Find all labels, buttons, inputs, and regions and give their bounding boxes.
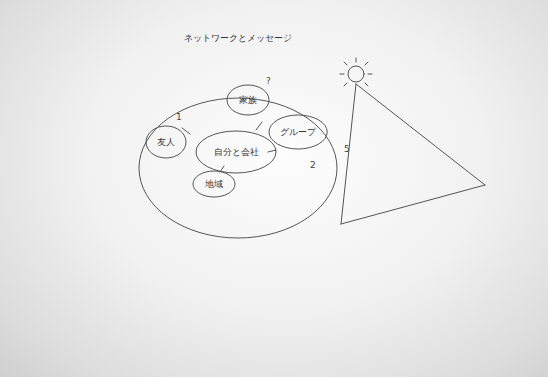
pencil-strokes [182, 122, 276, 172]
oval-line [227, 85, 269, 115]
topic-circle: 自分と会社 [195, 130, 277, 174]
oval-line [196, 131, 276, 173]
sketch-note: 2 [310, 160, 316, 170]
oval-line [139, 98, 337, 238]
network-oval: ネットワークとメッセージ自分と会社 家族グループ地域 友人 [138, 33, 338, 239]
circle-label: グループ [280, 127, 316, 137]
circle-label: 地域 [205, 179, 223, 189]
topic-circle: 友人 [145, 125, 187, 159]
oval-line [193, 171, 235, 197]
sun-circle [348, 66, 364, 82]
oval-line [269, 115, 327, 149]
sketch-note: 5 [344, 144, 350, 154]
topic-circle: 地域 [192, 170, 236, 198]
circle-label: 友人 [157, 137, 175, 147]
sun-rays [340, 58, 372, 86]
sketch-note: 1 [176, 112, 182, 122]
diagram-heading: ネットワークとメッセージ [138, 33, 338, 43]
topic-circle: 家族 [226, 84, 270, 116]
oval-line [146, 126, 186, 158]
mountain-triangle [341, 84, 485, 224]
topic-circle: グループ [268, 114, 328, 150]
circle-label: 家族 [239, 95, 257, 105]
sketch-note: ? [266, 76, 271, 86]
circle-label: 自分と会社 [214, 147, 259, 157]
